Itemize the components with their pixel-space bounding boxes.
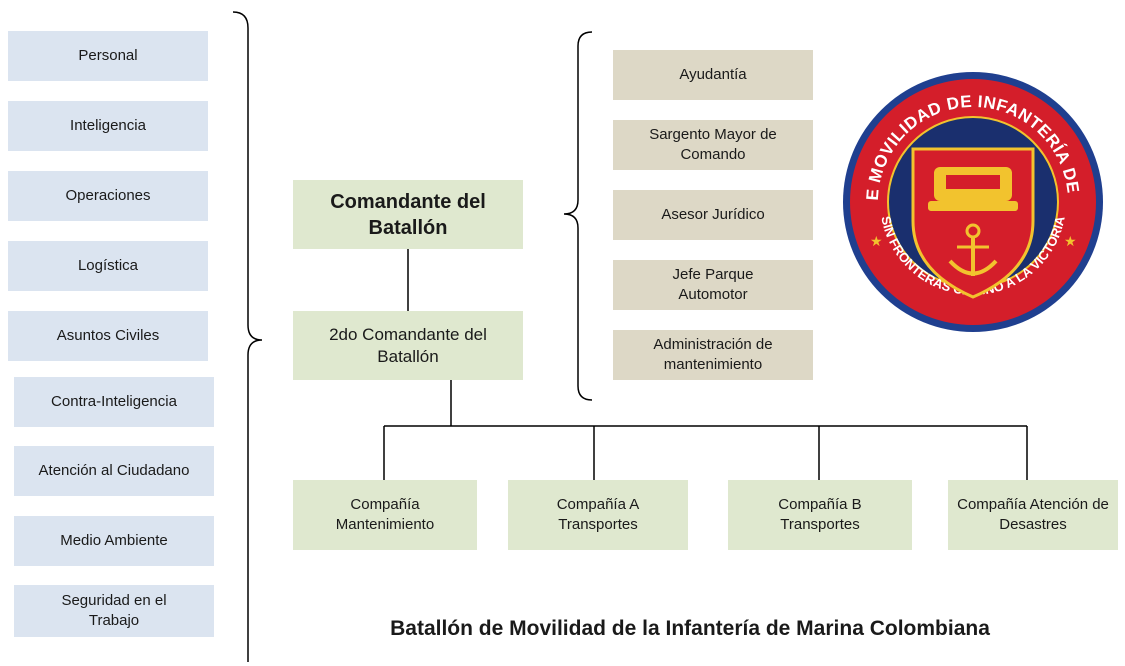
staff-label: Seguridad en el Trabajo [61,592,167,629]
staff-label: Atención al Ciudadano [38,462,190,479]
star-icon: ★ [870,233,883,249]
left-brace [232,11,263,662]
diagram-caption: Batallón de Movilidad de la Infantería d… [390,617,990,640]
special-label: Ayudantía [679,66,747,83]
second-commander-box: 2do Comandante del Batallón [293,311,523,380]
staff-label: Medio Ambiente [60,532,168,549]
commander-label: Comandante del Batallón [330,190,486,239]
staff-seguridad-trabajo: Seguridad en el Trabajo [14,585,214,637]
special-administracion: Administración de mantenimiento [613,330,813,380]
battalion-emblem: BATALLÓN DE MOVILIDAD DE INFANTERÍA DE M… [842,71,1103,332]
company-atencion-desastres: Compañía Atención de Desastres [948,480,1118,550]
staff-asuntos-civiles: Asuntos Civiles [8,311,208,361]
staff-label: Personal [78,47,138,64]
company-b-transportes: Compañía B Transportes [728,480,912,550]
company-label: Compañía B Transportes [778,496,862,533]
emblem-vehicle-grille [946,175,1000,189]
special-label: Sargento Mayor de Comando [649,126,777,163]
company-label: Compañía Atención de Desastres [957,496,1109,533]
staff-atencion-ciudadano: Atención al Ciudadano [14,446,214,496]
special-label: Administración de mantenimiento [653,336,773,373]
commander-box: Comandante del Batallón [293,180,523,249]
staff-label: Asuntos Civiles [56,327,160,344]
company-a-transportes: Compañía A Transportes [508,480,688,550]
special-jefe-parque: Jefe Parque Automotor [613,260,813,310]
right-brace [563,31,593,401]
second-commander-label: 2do Comandante del Batallón [329,324,487,366]
staff-inteligencia: Inteligencia [8,101,208,151]
emblem-vehicle-bumper [928,201,1018,211]
staff-label: Operaciones [65,187,151,204]
staff-label: Contra-Inteligencia [51,393,177,410]
staff-personal: Personal [8,31,208,81]
staff-label: Inteligencia [70,117,146,134]
special-ayudantia: Ayudantía [613,50,813,100]
staff-operaciones: Operaciones [8,171,208,221]
special-asesor-juridico: Asesor Jurídico [613,190,813,240]
company-mantenimiento: Compañía Mantenimiento [293,480,477,550]
company-label: Compañía Mantenimiento [335,496,435,533]
staff-medio-ambiente: Medio Ambiente [14,516,214,566]
special-label: Asesor Jurídico [661,206,765,223]
star-icon: ★ [1064,233,1077,249]
staff-logistica: Logística [8,241,208,291]
company-label: Compañía A Transportes [556,496,640,533]
staff-contra-inteligencia: Contra-Inteligencia [14,377,214,427]
special-label: Jefe Parque Automotor [672,266,754,303]
special-sargento-mayor: Sargento Mayor de Comando [613,120,813,170]
staff-label: Logística [77,257,139,274]
